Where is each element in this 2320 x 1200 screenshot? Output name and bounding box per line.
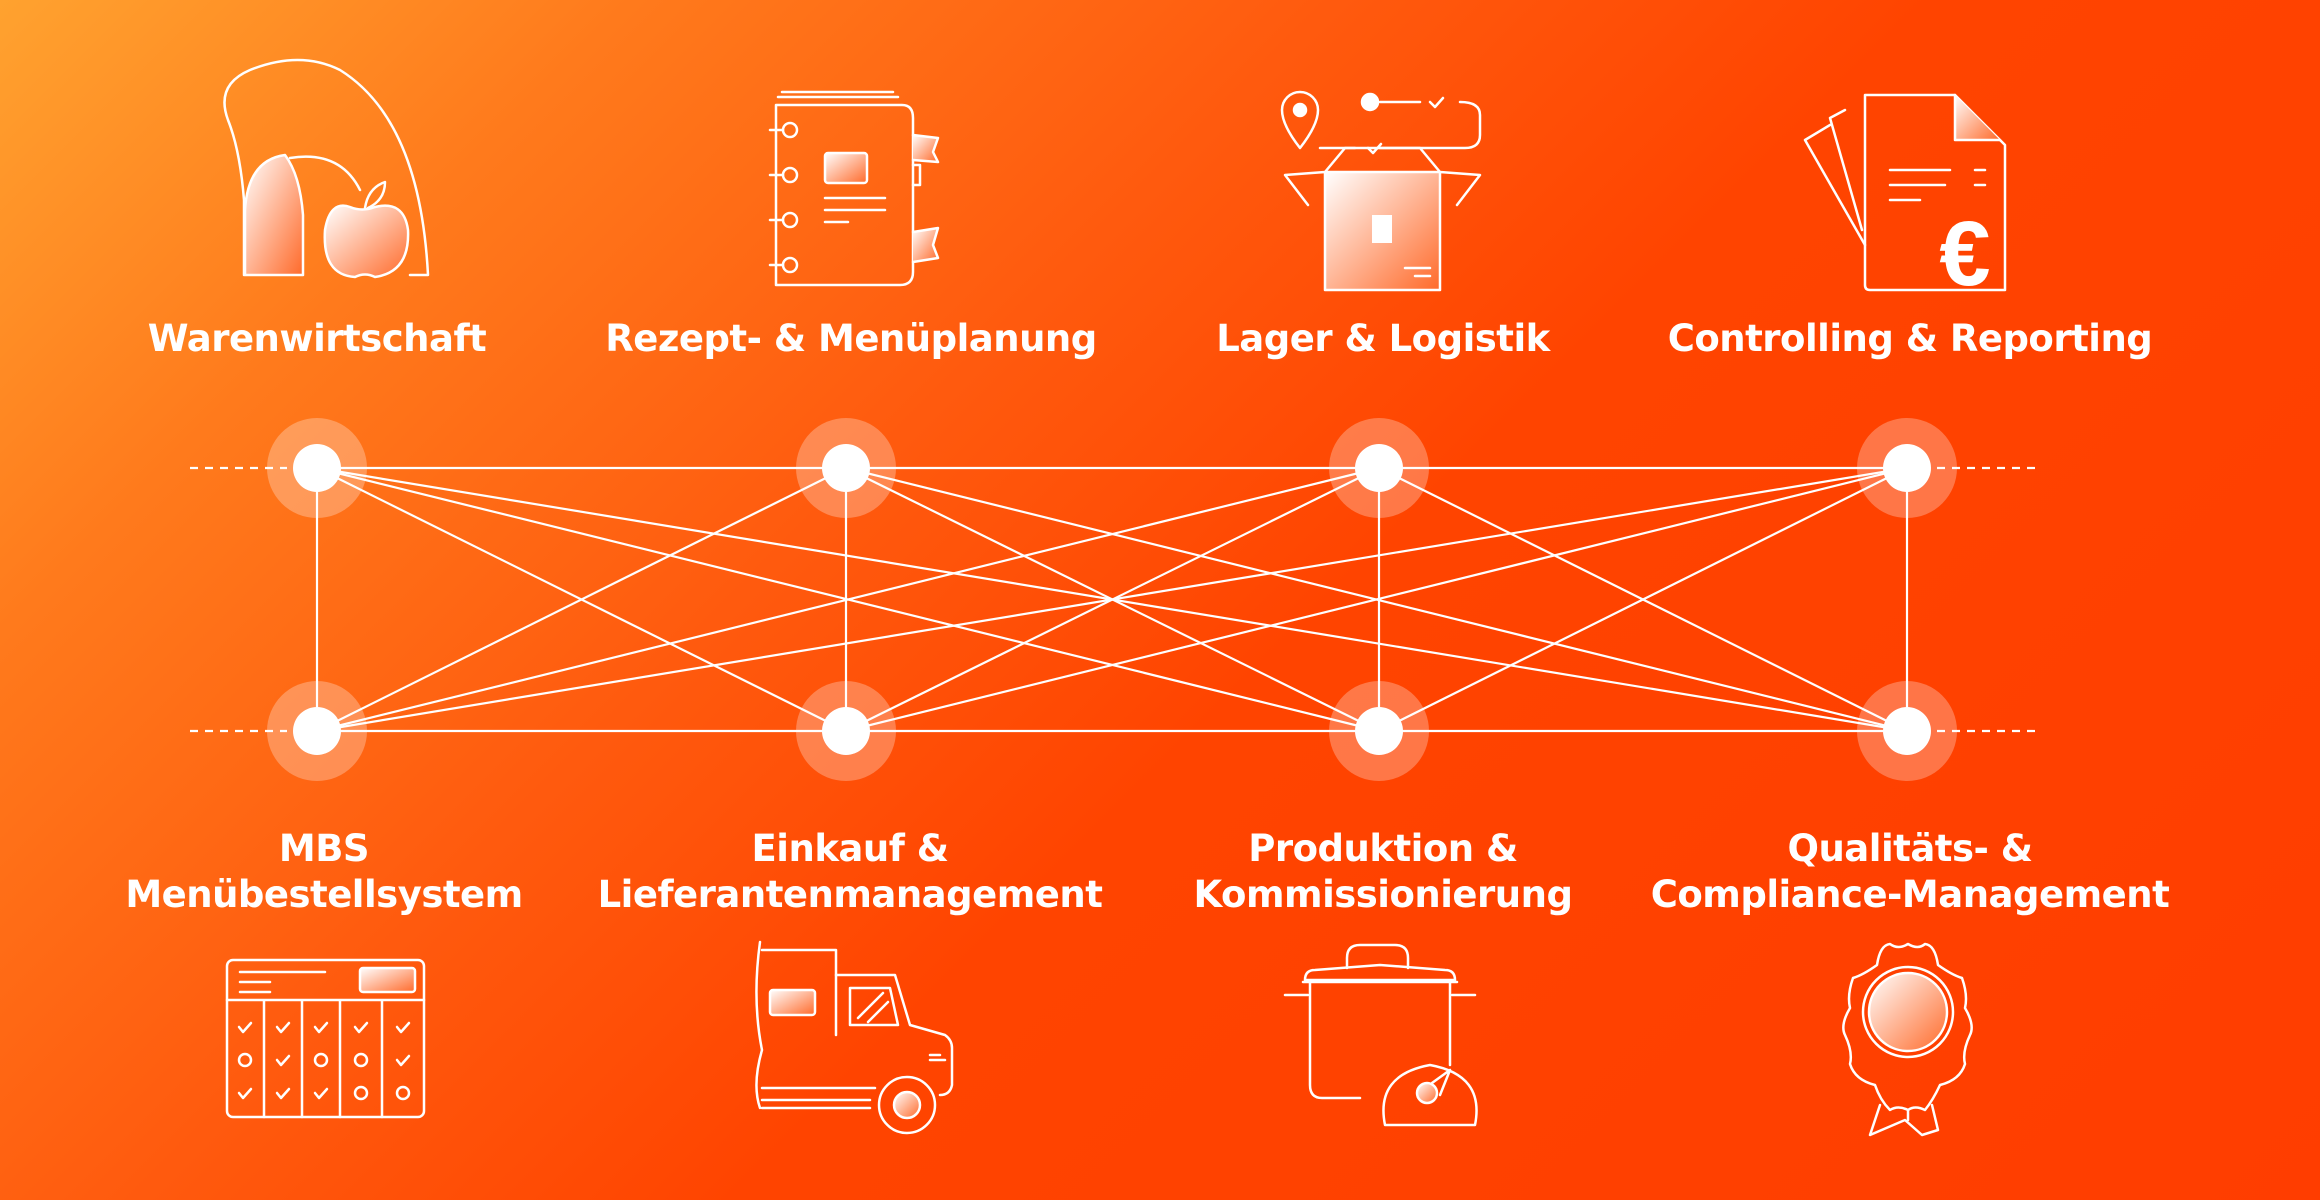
check-icon	[313, 1021, 329, 1034]
module-label-line1: Einkauf &	[751, 827, 949, 870]
module-label-line1: Qualitäts- &	[1787, 827, 2034, 870]
node-dot	[293, 707, 341, 755]
module-label-rezept-menueplanung: Rezept- & Menüplanung	[605, 317, 1097, 360]
circle-icon	[395, 1085, 411, 1101]
module-label-line1: MBS	[278, 827, 370, 870]
module-label-qualitaet: Qualitäts- & Compliance-Management	[1630, 826, 2190, 918]
module-label-lager-logistik: Lager & Logistik	[1216, 317, 1550, 360]
module-label-line2: Compliance-Management	[1650, 873, 2170, 916]
recipe-notebook-icon	[768, 90, 940, 287]
connection-line	[316, 467, 847, 732]
top-node-4	[1857, 418, 1957, 518]
node-dot	[1883, 444, 1931, 492]
connection-line	[1378, 467, 1908, 732]
module-label-warenwirtschaft: Warenwirtschaft	[147, 317, 487, 360]
module-label-mbs: MBS Menübestellsystem	[44, 826, 604, 918]
top-node-1	[267, 418, 367, 518]
check-icon	[237, 1021, 253, 1034]
connection-line	[316, 466, 1908, 733]
check-icon	[395, 1054, 411, 1067]
module-label-line2: Kommissionierung	[1193, 873, 1573, 916]
check-icon	[313, 1087, 329, 1100]
bottom-node-1	[267, 681, 367, 781]
euro-document-icon: €	[1803, 93, 2007, 305]
module-label-controlling-reporting: Controlling & Reporting	[1667, 317, 2153, 360]
quality-rosette-icon	[1842, 942, 1973, 1137]
euro-symbol: €	[1939, 203, 1990, 305]
bottom-node-2	[796, 681, 896, 781]
top-node-3	[1329, 418, 1429, 518]
circle-icon	[353, 1085, 369, 1101]
connection-lines	[190, 466, 2035, 733]
module-label-line1: Produktion &	[1248, 827, 1518, 870]
check-icon	[275, 1087, 291, 1100]
bottom-node-3	[1329, 681, 1429, 781]
check-icon	[275, 1054, 291, 1067]
module-label-line2: Menübestellsystem	[125, 873, 523, 916]
check-icon	[353, 1021, 369, 1034]
delivery-truck-icon	[755, 940, 954, 1135]
check-icon	[275, 1021, 291, 1034]
circle-icon	[353, 1052, 369, 1068]
nodes	[267, 418, 1957, 781]
node-dot	[293, 444, 341, 492]
node-dot	[822, 444, 870, 492]
apple-shelf-icon	[223, 58, 430, 279]
node-dot	[1355, 707, 1403, 755]
order-grid-icon	[225, 958, 426, 1119]
node-dot	[822, 707, 870, 755]
module-label-line2: Lieferantenmanagement	[597, 873, 1103, 916]
connection-line	[845, 466, 1908, 733]
circle-icon	[313, 1052, 329, 1068]
module-label-einkauf: Einkauf & Lieferantenmanagement	[570, 826, 1130, 918]
top-node-2	[796, 418, 896, 518]
bottom-node-4	[1857, 681, 1957, 781]
cooking-pot-gauge-icon	[1283, 943, 1478, 1127]
check-icon	[237, 1087, 253, 1100]
module-label-produktion: Produktion & Kommissionierung	[1103, 826, 1663, 918]
check-icon	[395, 1021, 411, 1034]
circle-icon	[237, 1052, 253, 1068]
box-location-icon	[1280, 90, 1482, 292]
node-dot	[1883, 707, 1931, 755]
connection-line	[316, 466, 1380, 733]
node-dot	[1355, 444, 1403, 492]
